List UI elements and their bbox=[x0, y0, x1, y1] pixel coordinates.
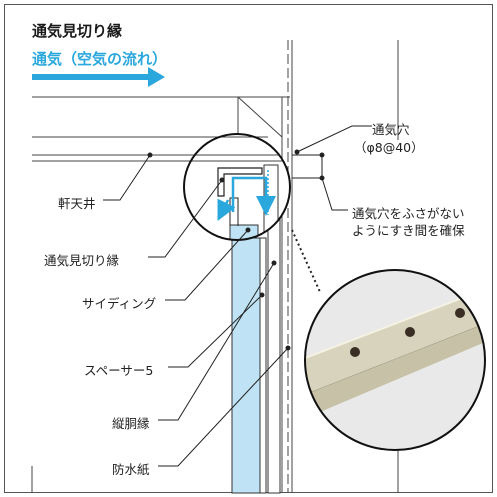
gap-dimension bbox=[292, 152, 325, 181]
magnifier-circle bbox=[183, 133, 291, 241]
label-vent-hole: 通気穴 bbox=[372, 122, 410, 137]
label-keep-gap-1: 通気穴をふさがない bbox=[352, 206, 465, 221]
label-vent-hole-spec: （φ8@40） bbox=[354, 140, 424, 155]
label-keep-gap-2: ようにすき間を確保 bbox=[352, 223, 465, 238]
spacer-strip bbox=[259, 237, 267, 494]
figure-title: 通気見切り縁 bbox=[32, 22, 123, 40]
product-photo bbox=[304, 269, 486, 451]
label-waterproof-paper: 防水紙 bbox=[112, 462, 150, 477]
label-vent-trim: 通気見切り縁 bbox=[44, 253, 120, 268]
wall-layers bbox=[231, 40, 399, 494]
label-spacer: スペーサー5 bbox=[84, 363, 154, 378]
label-soffit: 軒天井 bbox=[58, 196, 96, 211]
airflow-arrow bbox=[32, 67, 165, 87]
leader-lines bbox=[103, 125, 372, 467]
airflow-label: 通気（空気の流れ） bbox=[32, 50, 168, 68]
siding-panel bbox=[231, 237, 261, 494]
label-furring: 縦胴縁 bbox=[112, 416, 150, 431]
label-siding: サイディング bbox=[82, 296, 157, 311]
